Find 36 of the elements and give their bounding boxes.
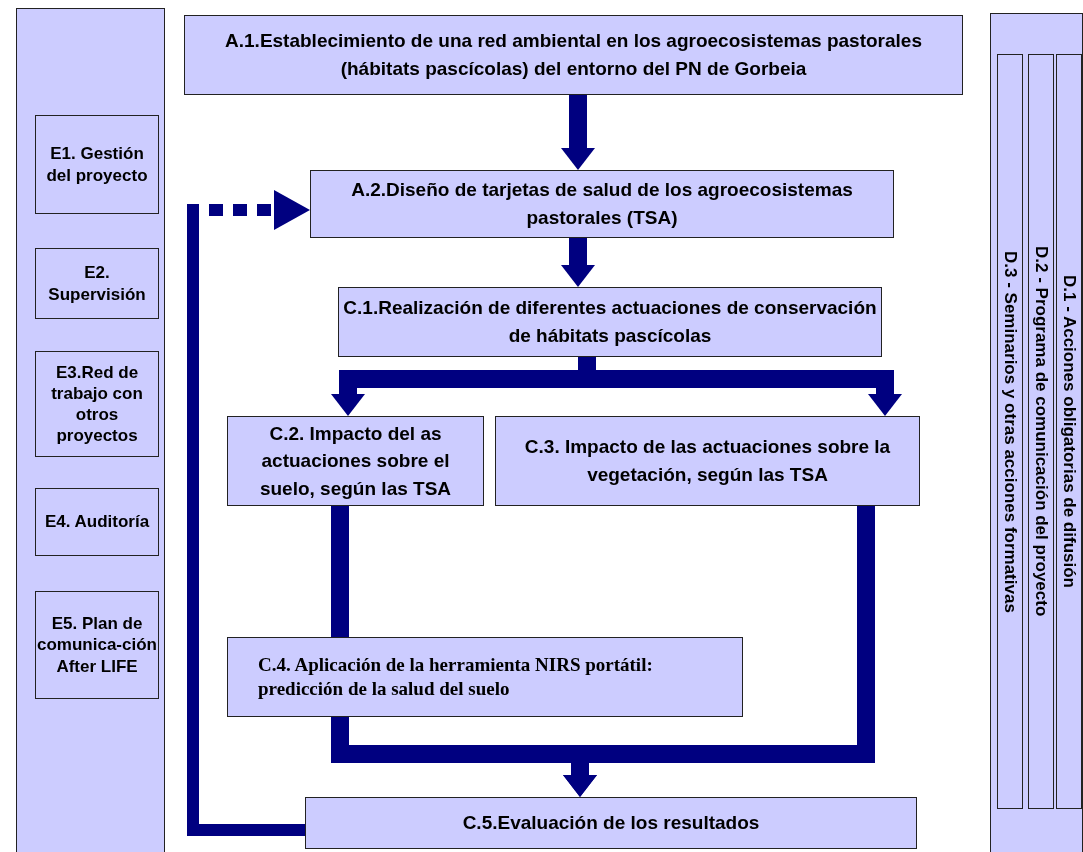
arrow [563,506,875,797]
task-label: D.3 - Seminarios y otras acciones formativas [999,250,1021,613]
process-box [35,115,159,214]
process-box [184,15,963,95]
task-label: D.2 - Programa de comunicación del proyecto [1030,246,1052,617]
task-label: E4. Auditoría [44,511,150,533]
process-box [305,797,917,849]
process-box [227,637,743,717]
side-panel [16,8,165,852]
process-box [310,170,894,238]
process-box [495,416,920,506]
arrow [561,238,595,287]
task-label: C.1.Realización de diferentes actuaciones de conservación de hábitats pascícolas [342,296,878,348]
vertical-box [997,54,1023,809]
process-box [35,488,159,556]
arrow [187,190,310,836]
process-box [227,416,484,506]
task-label: A.1.Establecimiento de una red ambiental en los agroecosistemas pastorales (hábitats pascícolas) del entorno del PN de Gorbeia [224,29,923,81]
task-label: E2. Supervisión [47,262,147,305]
task-label: E5. Plan de comunica-ción After LIFE [36,613,158,677]
task-label: E3.Red de trabajo con otros proyectos [50,361,144,447]
task-label: D.1 - Acciones obligatorias de difusión [1058,275,1080,588]
task-label: E1. Gestión del proyecto [45,143,149,186]
process-box [338,287,882,357]
task-label: C.4. Aplicación de la herramienta NIRS portátil: predicción de la salud del suelo [258,653,654,701]
task-label: C.2. Impacto del as actuaciones sobre el suelo, según las TSA [258,421,453,501]
process-box [35,591,159,699]
side-panel [990,13,1083,852]
process-box [35,351,159,457]
vertical-box [1028,54,1054,809]
process-box [35,248,159,319]
task-label: C.5.Evaluación de los resultados [462,811,760,836]
task-label: C.3. Impacto de las actuaciones sobre la vegetación, según las TSA [523,435,892,487]
arrow [561,95,595,170]
vertical-box [1056,54,1082,809]
task-label: A.2.Diseño de tarjetas de salud de los agroecosistemas pastorales (TSA) [350,178,854,230]
